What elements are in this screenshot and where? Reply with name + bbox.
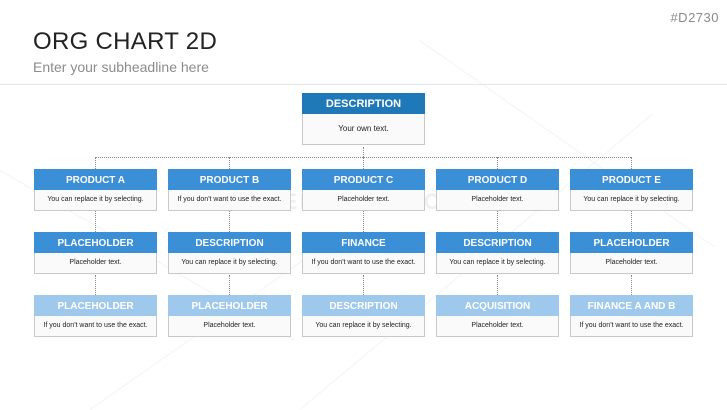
node-body: You can replace it by selecting. bbox=[570, 190, 693, 211]
org-node-e-level3[interactable]: FINANCE A AND B If you don't want to use… bbox=[570, 295, 693, 337]
connector-l2-l3 bbox=[631, 275, 632, 295]
node-header: PLACEHOLDER bbox=[570, 232, 693, 253]
node-body: Your own text. bbox=[302, 114, 425, 145]
org-node-d-level2[interactable]: DESCRIPTION You can replace it by select… bbox=[436, 232, 559, 274]
connector-l2-l3 bbox=[363, 275, 364, 295]
node-header: DESCRIPTION bbox=[302, 93, 425, 114]
connector-l1-l2 bbox=[497, 211, 498, 232]
node-header: PRODUCT A bbox=[34, 169, 157, 190]
org-node-product-a[interactable]: PRODUCT A You can replace it by selectin… bbox=[34, 169, 157, 211]
org-node-product-d[interactable]: PRODUCT D Placeholder text. bbox=[436, 169, 559, 211]
background-line bbox=[419, 40, 715, 248]
node-header: DESCRIPTION bbox=[436, 232, 559, 253]
connector-l1-l2 bbox=[229, 211, 230, 232]
org-node-b-level3[interactable]: PLACEHOLDER Placeholder text. bbox=[168, 295, 291, 337]
connector-l1-l2 bbox=[95, 211, 96, 232]
node-body: Placeholder text. bbox=[436, 316, 559, 337]
connector-l1-l2 bbox=[631, 211, 632, 232]
node-body: You can replace it by selecting. bbox=[436, 253, 559, 274]
org-node-product-e[interactable]: PRODUCT E You can replace it by selectin… bbox=[570, 169, 693, 211]
org-node-e-level2[interactable]: PLACEHOLDER Placeholder text. bbox=[570, 232, 693, 274]
connector-top bbox=[363, 147, 364, 157]
slide-code: #D2730 bbox=[670, 10, 719, 25]
org-node-a-level2[interactable]: PLACEHOLDER Placeholder text. bbox=[34, 232, 157, 274]
org-node-c-level3[interactable]: DESCRIPTION You can replace it by select… bbox=[302, 295, 425, 337]
node-header: PRODUCT C bbox=[302, 169, 425, 190]
node-header: PRODUCT B bbox=[168, 169, 291, 190]
node-body: You can replace it by selecting. bbox=[34, 190, 157, 211]
connector-col-d bbox=[497, 157, 498, 169]
node-body: If you don't want to use the exact. bbox=[570, 316, 693, 337]
node-header: DESCRIPTION bbox=[168, 232, 291, 253]
org-node-b-level2[interactable]: DESCRIPTION You can replace it by select… bbox=[168, 232, 291, 274]
node-header: PLACEHOLDER bbox=[34, 232, 157, 253]
org-node-top[interactable]: DESCRIPTION Your own text. bbox=[302, 93, 425, 145]
org-node-d-level3[interactable]: ACQUISITION Placeholder text. bbox=[436, 295, 559, 337]
node-header: PLACEHOLDER bbox=[34, 295, 157, 316]
node-header: FINANCE bbox=[302, 232, 425, 253]
node-header: DESCRIPTION bbox=[302, 295, 425, 316]
node-body: Placeholder text. bbox=[302, 190, 425, 211]
connector-l2-l3 bbox=[95, 275, 96, 295]
node-body: You can replace it by selecting. bbox=[302, 316, 425, 337]
node-body: Placeholder text. bbox=[570, 253, 693, 274]
page-title: ORG CHART 2D bbox=[33, 28, 218, 55]
connector-col-e bbox=[631, 157, 632, 169]
node-header: PLACEHOLDER bbox=[168, 295, 291, 316]
node-body: Placeholder text. bbox=[436, 190, 559, 211]
connector-l2-l3 bbox=[497, 275, 498, 295]
node-body: Placeholder text. bbox=[168, 316, 291, 337]
connector-col-b bbox=[229, 157, 230, 169]
org-node-product-b[interactable]: PRODUCT B If you don't want to use the e… bbox=[168, 169, 291, 211]
org-node-c-level2[interactable]: FINANCE If you don't want to use the exa… bbox=[302, 232, 425, 274]
connector-l2-l3 bbox=[229, 275, 230, 295]
node-body: Placeholder text. bbox=[34, 253, 157, 274]
connector-col-c bbox=[363, 157, 364, 169]
node-body: If you don't want to use the exact. bbox=[34, 316, 157, 337]
org-node-a-level3[interactable]: PLACEHOLDER If you don't want to use the… bbox=[34, 295, 157, 337]
page-subtitle: Enter your subheadline here bbox=[33, 59, 209, 75]
node-header: PRODUCT E bbox=[570, 169, 693, 190]
connector-l1-l2 bbox=[363, 211, 364, 232]
node-body: You can replace it by selecting. bbox=[168, 253, 291, 274]
header-divider bbox=[0, 84, 727, 85]
node-header: PRODUCT D bbox=[436, 169, 559, 190]
node-header: ACQUISITION bbox=[436, 295, 559, 316]
node-body: If you don't want to use the exact. bbox=[168, 190, 291, 211]
org-node-product-c[interactable]: PRODUCT C Placeholder text. bbox=[302, 169, 425, 211]
node-body: If you don't want to use the exact. bbox=[302, 253, 425, 274]
connector-col-a bbox=[95, 157, 96, 169]
node-header: FINANCE A AND B bbox=[570, 295, 693, 316]
